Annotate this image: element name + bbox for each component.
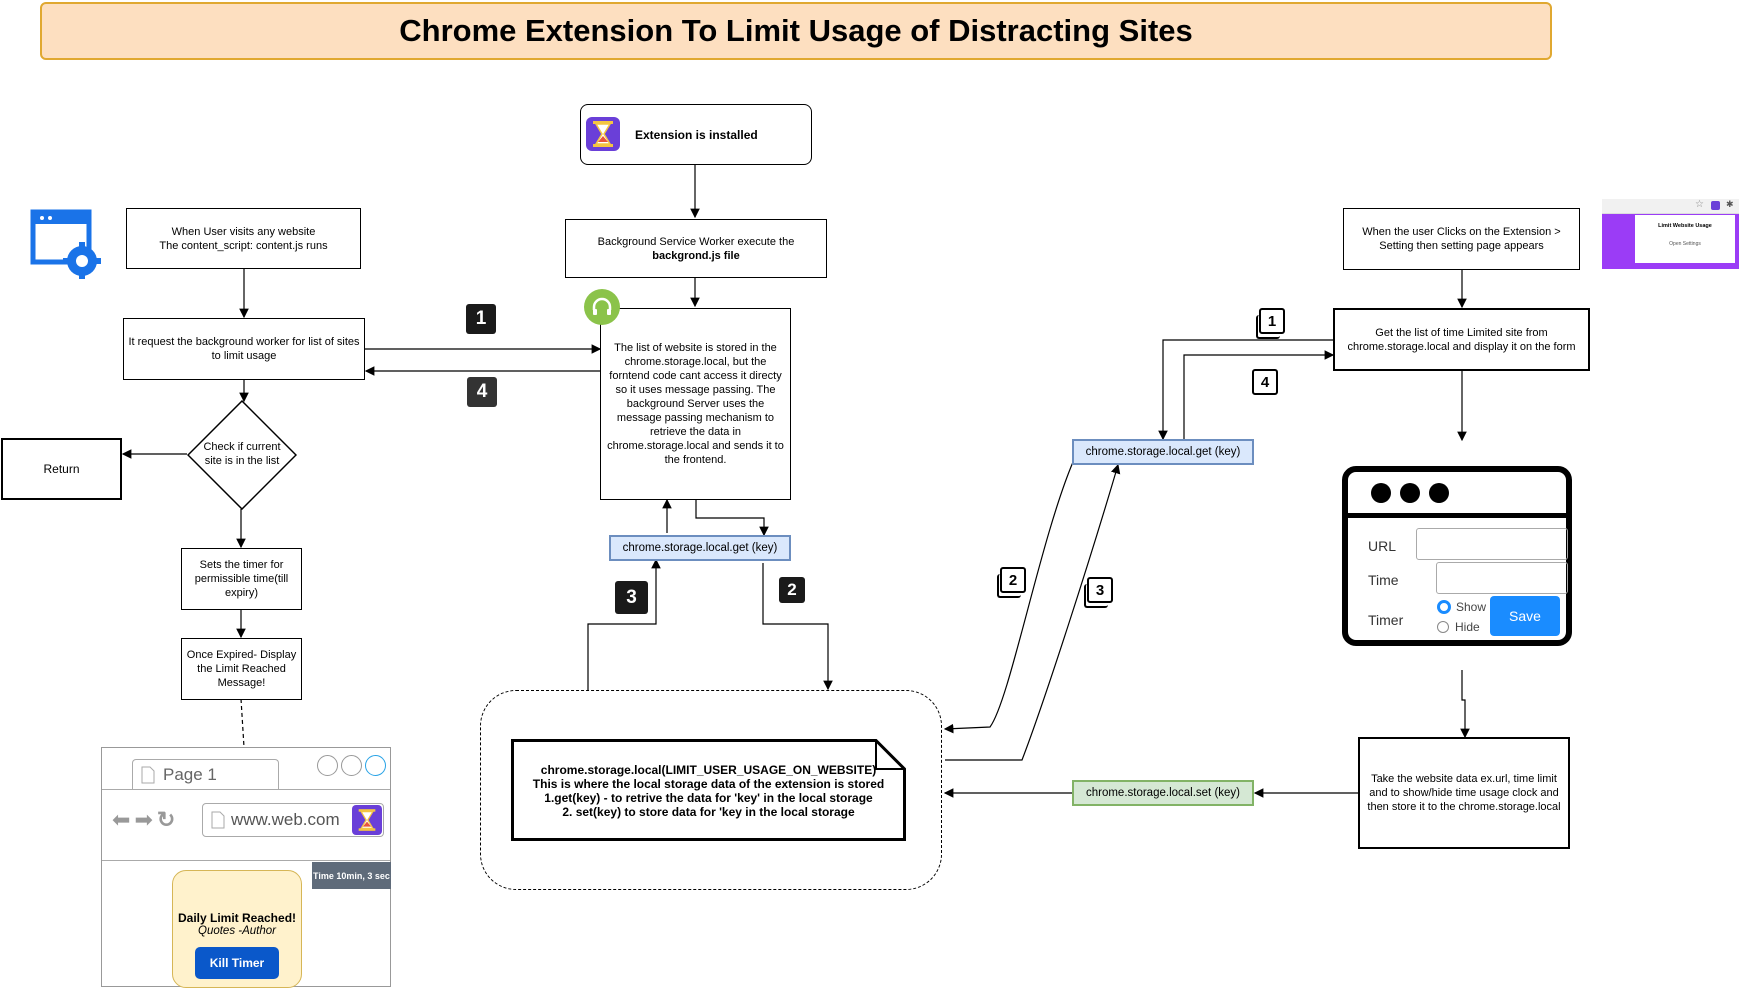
node-click-extension-label: When the user Clicks on the Extension > …: [1362, 226, 1561, 252]
node-storage-description-label: The list of website is stored in the chr…: [607, 342, 784, 466]
node-set-timer: Sets the timer for permissible time(till…: [181, 548, 302, 610]
address-bar[interactable]: www.web.com: [202, 803, 384, 837]
browser-mockup: Page 1 ⬅ ➡ ↻ www.web.com Time 10min, 3 s…: [101, 747, 391, 988]
node-return: Return: [1, 438, 122, 500]
browser-settings-icon: [30, 209, 104, 279]
node-background-worker: Background Service Worker execute the ba…: [565, 219, 827, 278]
node-expired-label: Once Expired- Display the Limit Reached …: [186, 649, 297, 689]
pill-storage-set-right: chrome.storage.local.set (key): [1072, 780, 1254, 806]
edge-pill-local: [762, 563, 833, 691]
node-user-visits-line1: When User visits any website: [171, 225, 316, 238]
badge-right-step-4: 4: [1252, 369, 1278, 395]
reload-icon[interactable]: ↻: [156, 807, 176, 832]
time-input[interactable]: [1436, 562, 1568, 594]
close-icon[interactable]: [365, 755, 386, 776]
limit-card-quote: Quotes -Author: [198, 925, 276, 937]
time-label: Time: [1368, 572, 1399, 588]
edge-pillright-local: [943, 461, 1074, 734]
node-check-site-label: Check if current site is in the list: [203, 441, 281, 467]
badge-right-step-3: 3: [1084, 577, 1113, 608]
save-button[interactable]: Save: [1490, 596, 1560, 636]
page-icon: [141, 766, 155, 784]
popup-open-settings[interactable]: Open Settings: [1669, 241, 1701, 247]
node-user-visits: When User visits any website The content…: [126, 208, 361, 269]
local-storage-line1: chrome.storage.local(LIMIT_USER_USAGE_ON…: [540, 763, 877, 777]
local-storage-line4: 2. set(key) to store data for 'key in th…: [562, 805, 855, 819]
node-background-line2: backgrond.js file: [652, 249, 740, 262]
pill-storage-get-center: chrome.storage.local.get (key): [609, 535, 791, 561]
window-buttons: [317, 755, 386, 776]
popup-thumbnail: ☆ ✱ Limit Website Usage Open Settings: [1602, 199, 1739, 269]
diagram-title: Chrome Extension To Limit Usage of Distr…: [40, 2, 1552, 60]
timer-label: Timer: [1368, 612, 1404, 628]
window-dots: [1348, 472, 1566, 518]
radio-show[interactable]: Show: [1437, 600, 1486, 614]
url-input[interactable]: [1416, 528, 1568, 560]
local-storage-container: [480, 690, 942, 890]
limit-card: Daily Limit Reached! Quotes -Author Kill…: [172, 870, 302, 988]
popup-title: Limit Website Usage: [1658, 223, 1712, 229]
edge-local-pillright: [945, 463, 1121, 761]
nav-buttons: ⬅ ➡ ↻: [112, 809, 175, 831]
time-badge: Time 10min, 3 sec: [312, 862, 391, 889]
badge-right-step-1: 1: [1256, 308, 1285, 339]
badge-step-2: 2: [779, 577, 805, 603]
kill-timer-button[interactable]: Kill Timer: [195, 947, 279, 979]
forward-arrow-icon[interactable]: ➡: [134, 807, 153, 832]
node-user-visits-line2: The content_script: content.js runs: [159, 239, 328, 252]
local-storage-line3: 1.get(key) - to retrive the data for 'ke…: [544, 791, 873, 805]
edge-expired-browser: [240, 698, 245, 748]
local-storage-line2: This is where the local storage data of …: [532, 777, 885, 791]
extension-badge-icon[interactable]: [1711, 201, 1720, 210]
edge-get-pill-right: [1158, 339, 1333, 441]
node-request-list: It request the background worker for lis…: [123, 318, 365, 380]
settings-form-mockup: URL Time Timer Show Hide Save: [1342, 466, 1572, 646]
back-arrow-icon[interactable]: ⬅: [112, 807, 131, 832]
node-set-timer-label: Sets the timer for permissible time(till…: [194, 559, 289, 599]
edge-local-pill: [587, 558, 661, 690]
node-expired: Once Expired- Display the Limit Reached …: [181, 638, 302, 700]
star-icon[interactable]: ☆: [1695, 199, 1704, 210]
node-get-list-label: Get the list of time Limited site from c…: [1347, 326, 1576, 353]
badge-step-1: 1: [466, 304, 496, 334]
limit-card-title: Daily Limit Reached!: [177, 911, 297, 925]
node-request-list-label: It request the background worker for lis…: [128, 336, 360, 362]
pill-storage-get-right: chrome.storage.local.get (key): [1072, 439, 1254, 465]
node-take-data-label: Take the website data ex.url, time limit…: [1367, 773, 1561, 813]
puzzle-icon[interactable]: ✱: [1726, 199, 1734, 209]
url-label: URL: [1368, 538, 1397, 554]
browser-tab: Page 1: [132, 759, 279, 790]
badge-step-3: 3: [615, 581, 648, 614]
badge-right-step-2: 2: [997, 567, 1026, 598]
edge-desc-pill: [695, 500, 769, 537]
edge-pill-right-get: [1183, 350, 1335, 439]
node-storage-description: The list of website is stored in the chr…: [600, 308, 791, 500]
node-background-line1: Background Service Worker execute the: [597, 235, 795, 248]
address-bar-url: www.web.com: [231, 810, 340, 829]
headphones-icon: [584, 289, 620, 325]
browser-tab-label: Page 1: [163, 765, 217, 784]
node-click-extension: When the user Clicks on the Extension > …: [1343, 208, 1580, 270]
radio-hide[interactable]: Hide: [1437, 620, 1480, 634]
node-get-list: Get the list of time Limited site from c…: [1333, 308, 1590, 371]
node-local-storage: chrome.storage.local(LIMIT_USER_USAGE_ON…: [511, 739, 906, 841]
badge-step-4: 4: [467, 377, 497, 407]
radio-show-label: Show: [1456, 600, 1487, 614]
radio-hide-label: Hide: [1455, 620, 1480, 634]
node-take-data: Take the website data ex.url, time limit…: [1358, 737, 1570, 849]
node-return-label: Return: [43, 462, 80, 476]
hourglass-icon: [586, 117, 620, 151]
page-icon: [211, 811, 225, 829]
extension-hourglass-icon[interactable]: [352, 805, 382, 835]
node-extension-installed-label: Extension is installed: [635, 127, 758, 142]
edge-form-take: [1460, 670, 1470, 739]
maximize-icon[interactable]: [341, 755, 362, 776]
minimize-icon[interactable]: [317, 755, 338, 776]
node-check-site: Check if current site is in the list: [187, 400, 297, 510]
